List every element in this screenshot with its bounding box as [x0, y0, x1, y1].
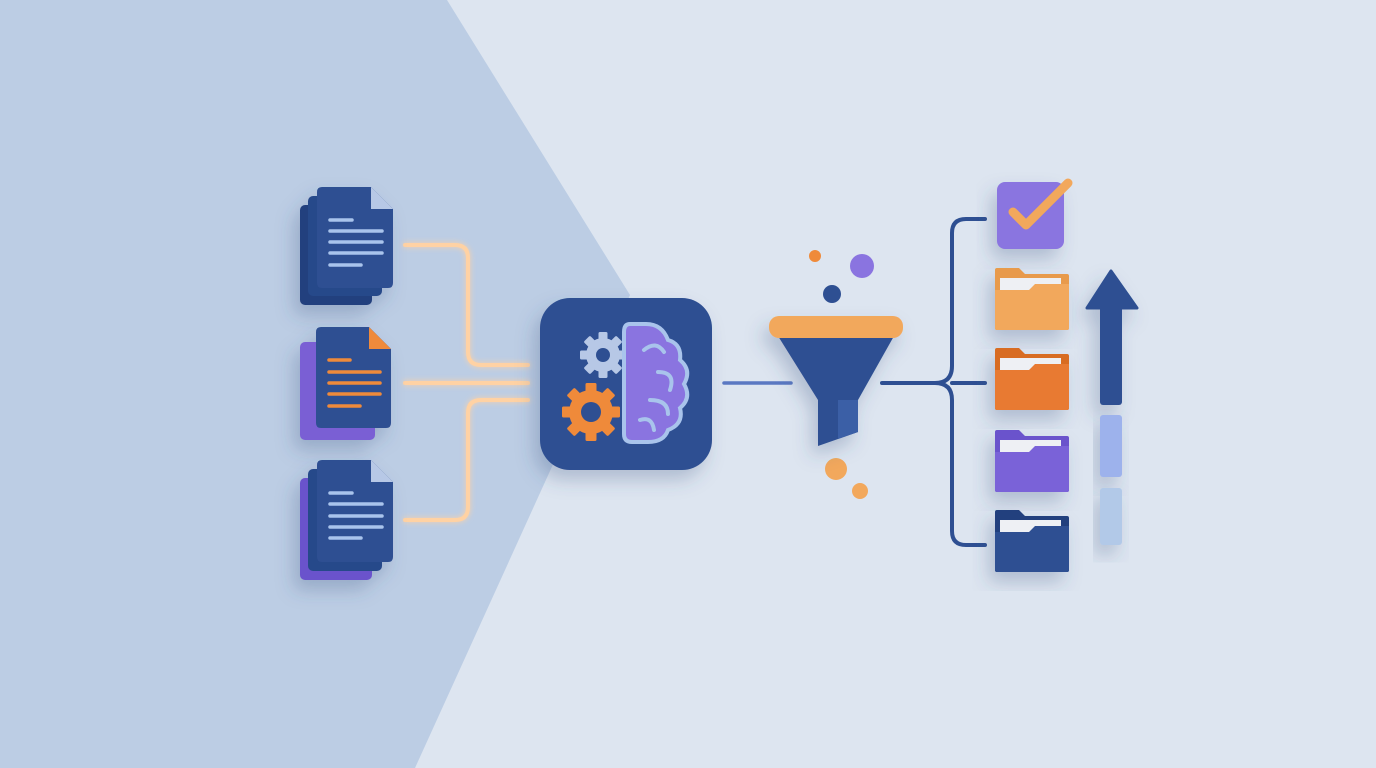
- arrow-up-icon: [1085, 269, 1139, 405]
- particle-dot: [809, 250, 821, 262]
- document-stack-icon: [300, 187, 393, 305]
- gear-icon: [580, 332, 626, 378]
- folder-icon: [995, 348, 1069, 410]
- output-branch-connector: [880, 217, 987, 547]
- document-stack-icon: [300, 460, 393, 580]
- folder-icon: [995, 510, 1069, 572]
- input-connector-lines: [403, 243, 530, 522]
- checkmark-icon: [1008, 178, 1073, 230]
- gear-icon: [562, 383, 620, 441]
- connector-bottom: [403, 398, 530, 522]
- document-highlighted-icon: [300, 327, 391, 440]
- progress-bar-segment: [1100, 415, 1122, 477]
- folder-icon: [995, 268, 1069, 330]
- particle-dot: [850, 254, 874, 278]
- particle-dot: [825, 458, 847, 480]
- connector-top: [403, 243, 530, 367]
- brain-icon: [622, 322, 690, 444]
- progress-bar-segment: [1100, 488, 1122, 545]
- funnel-icon: [769, 316, 903, 446]
- folder-icon: [995, 430, 1069, 492]
- particle-dot: [823, 285, 841, 303]
- particle-dot: [852, 483, 868, 499]
